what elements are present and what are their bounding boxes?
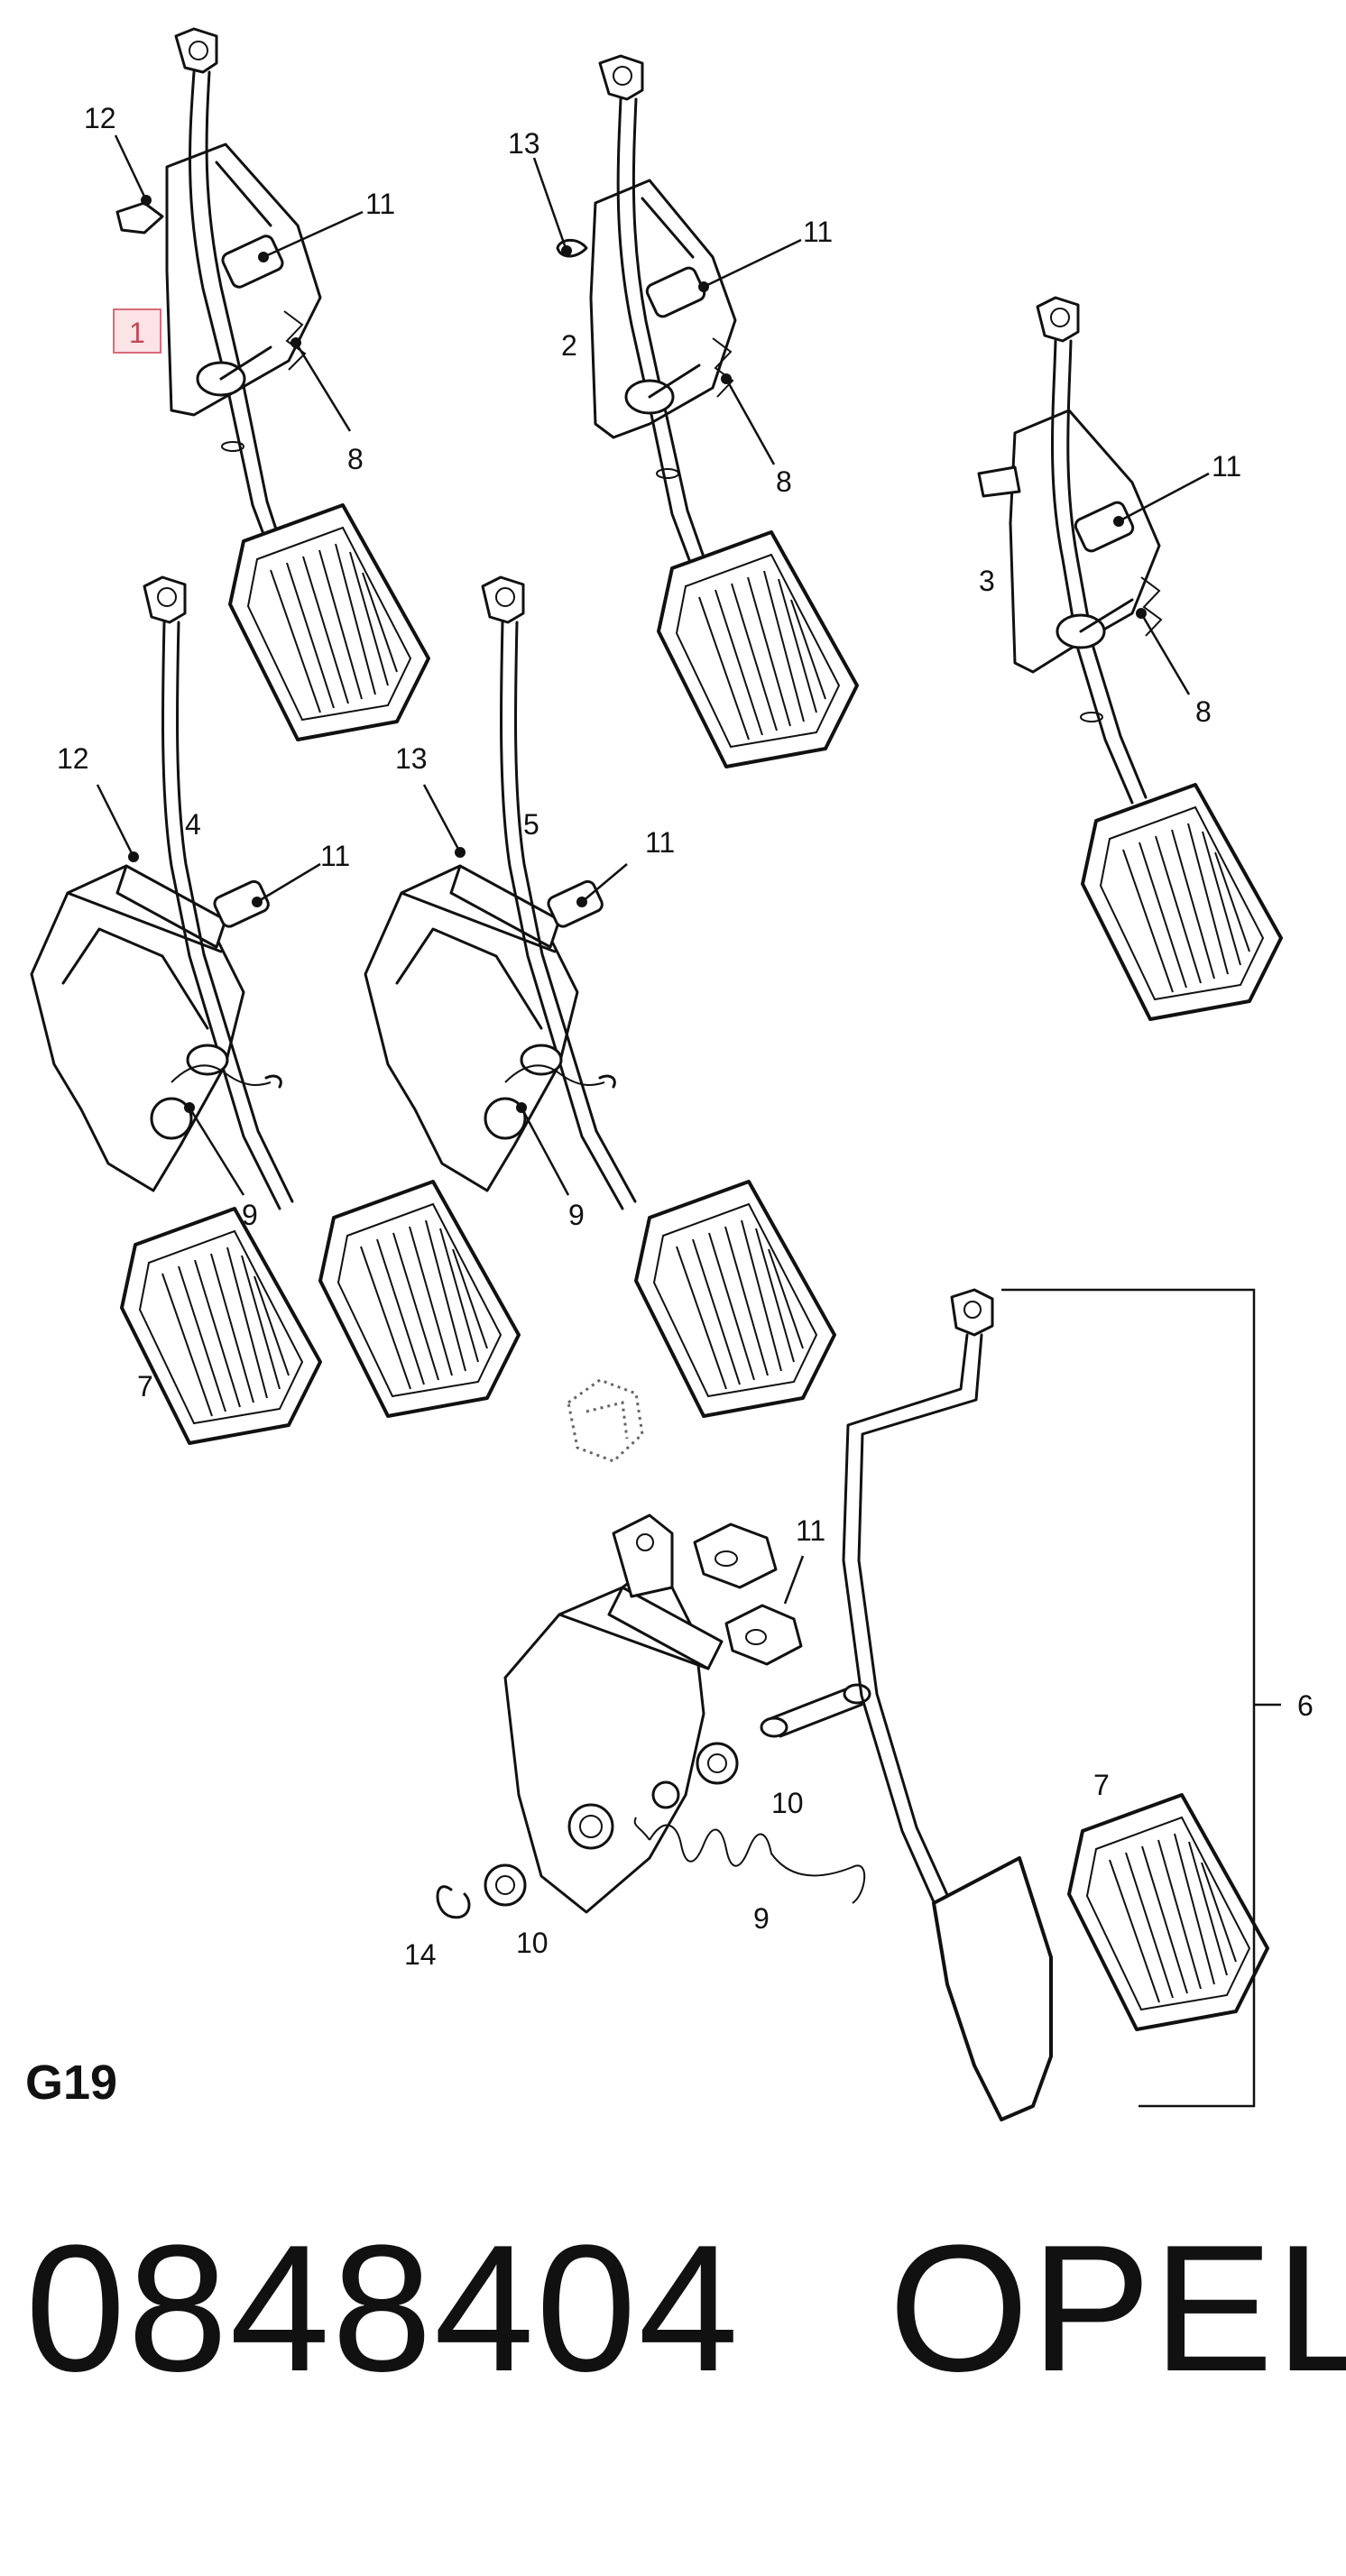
pedal-pad-3	[1081, 783, 1283, 1021]
pedal-assembly-1	[115, 27, 430, 741]
pedal-pad-2	[657, 530, 859, 768]
callout-11: 11	[796, 1514, 825, 1547]
callout-1-highlight	[113, 308, 161, 354]
pedal-assembly-3	[977, 296, 1283, 1021]
callout-12: 12	[57, 742, 89, 775]
callout-1: 1	[129, 317, 145, 349]
callout-2: 2	[561, 329, 577, 362]
group-code: G19	[25, 2056, 118, 2110]
callout-12: 12	[84, 102, 116, 134]
callout-8: 8	[1195, 695, 1212, 728]
callout-11: 11	[803, 216, 833, 248]
callout-8: 8	[776, 465, 792, 498]
callout-11: 11	[365, 188, 395, 220]
pedal-pad-6	[1067, 1793, 1269, 2031]
callout-labels: 12 11 1 8 13 11 2 8 11 3 8 12 4 11 13 5 …	[57, 102, 1314, 1971]
callout-10: 10	[771, 1787, 804, 1819]
callout-8: 8	[347, 443, 364, 475]
callout-bracket-6	[1001, 1288, 1281, 2108]
pedal-pad-4a	[120, 1207, 322, 1445]
callout-11: 11	[645, 826, 675, 859]
callout-9: 9	[753, 1902, 770, 1935]
callout-10: 10	[516, 1927, 549, 1959]
callout-3: 3	[979, 565, 995, 597]
pedal-assembly-2	[556, 54, 859, 768]
callout-13: 13	[508, 127, 540, 160]
leader-lines	[96, 134, 1210, 1605]
pedal-pad-4b	[318, 1180, 521, 1418]
callout-6: 6	[1297, 1689, 1314, 1722]
callout-5: 5	[523, 808, 539, 841]
brand-name: OPEL	[889, 2208, 1346, 2409]
callout-14: 14	[404, 1938, 437, 1971]
callout-11: 11	[1212, 450, 1241, 483]
callout-7: 7	[1093, 1769, 1110, 1801]
dotted-ghost-part	[567, 1378, 644, 1463]
callout-13: 13	[395, 742, 428, 775]
callout-9: 9	[568, 1199, 585, 1231]
part-number: 0848404	[25, 2208, 741, 2409]
pedal-pad-1	[228, 503, 430, 741]
pedal-assembly-6	[436, 1288, 1269, 2121]
callout-9: 9	[242, 1199, 258, 1231]
callout-7: 7	[137, 1370, 153, 1403]
pedal-pad-5	[634, 1180, 836, 1418]
callout-11: 11	[320, 840, 350, 872]
callout-4: 4	[185, 808, 201, 841]
